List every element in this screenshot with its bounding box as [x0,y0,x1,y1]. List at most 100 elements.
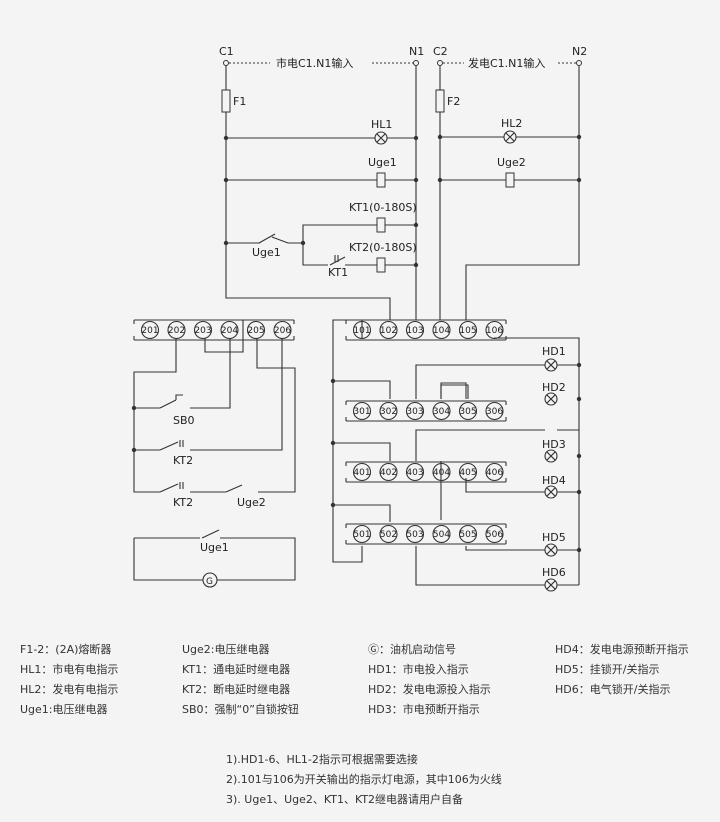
terminal-frame [345,319,507,341]
terminal-204-label: 204 [221,326,238,336]
label-uge1-gen: Uge1 [200,541,229,554]
contact-uge1-gen-icon [201,529,220,539]
terminal-103-circle [405,320,425,340]
gen-input-label: 发电C1.N1输入 [468,56,545,70]
terminal-c2 [437,60,443,66]
contact-uge1-blade [258,233,276,244]
label-c1: C1 [219,45,234,58]
terminal-405-label: 405 [459,468,476,478]
terminal-103-label: 103 [406,326,423,336]
lamp-hl1-icon [374,131,388,145]
terminal-301-label: 301 [353,407,370,417]
label-kt1-coil: KT1(0-180S) [349,201,417,214]
fuse-f2-icon [435,89,445,113]
terminal-304-label: 304 [433,407,450,417]
hd3-branch [415,429,579,461]
wire-101-302 [333,380,391,399]
terminal-105-circle [458,320,478,340]
terminal-403-circle [405,462,425,482]
gen-start-circuit [133,537,296,581]
terminal-501-label: 501 [353,530,370,540]
note-1: 1).HD1-6、HL1-2指示可根据需要选接 [226,753,418,766]
contact-sb0-icon [159,394,183,409]
terminal-505-circle [458,524,478,544]
rail-101 [332,319,363,563]
sb0-branch [134,338,231,409]
terminal-504-circle [432,524,451,544]
contact-kt2-b-icon [159,482,184,493]
terminal-503-label: 503 [406,530,423,540]
coil-uge1-icon [376,172,386,188]
label-hd6: HD6 [542,566,566,579]
label-n2: N2 [572,45,587,58]
terminal-201-circle [140,320,160,340]
terminal-302-label: 302 [380,407,397,417]
terminal-n1 [413,60,419,66]
terminal-401-label: 401 [353,468,370,478]
wire-304-305-bridge [440,382,467,399]
label-n1: N1 [409,45,424,58]
kt2-branch [134,338,283,451]
rail-106 [494,337,580,585]
terminal-502-label: 502 [380,530,397,540]
lamp-hd1-icon [544,358,558,372]
lamp-hd4-icon [544,485,558,499]
label-hd3: HD3 [542,438,566,451]
mains-input-label: 市电C1.N1输入 [276,56,353,70]
lamp-hl2-icon [503,130,517,144]
terminal-301-circle [352,401,372,421]
coil-kt2-icon [376,257,386,273]
terminal-205-label: 205 [247,326,264,336]
terminal-302-circle [379,401,398,421]
label-f1: F1 [233,95,246,108]
wire-304-305 [440,384,469,399]
terminal-403-label: 403 [406,468,423,478]
terminal-401-circle [352,462,372,482]
terminal-503-circle [405,524,425,544]
terminal-frame [345,523,507,545]
wire-203-205 [204,320,244,353]
terminal-402-circle [379,462,398,482]
label-c2: C2 [433,45,448,58]
note-2: 2).101与106为开关输出的指示灯电源，其中106为火线 [226,773,502,786]
terminal-block-300: 301 302 303 304 305 306 [345,400,507,422]
terminal-404-label: 404 [433,468,450,478]
hd5-branch [465,546,579,551]
terminal-303-label: 303 [406,407,423,417]
junction-dots-left [131,405,137,453]
terminal-306-label: 306 [486,407,503,417]
terminal-104-circle [432,320,451,340]
label-hd4: HD4 [542,474,566,487]
terminal-106-label: 106 [486,326,503,336]
label-kt2-b: KT2 [173,496,193,509]
coil-uge2-icon [505,172,515,188]
terminal-402-label: 402 [380,468,397,478]
terminal-506-label: 506 [486,530,503,540]
terminal-406-circle [485,462,504,482]
lamp-hd3-icon [544,449,558,463]
terminal-105-label: 105 [459,326,476,336]
terminal-305-label: 305 [459,407,476,417]
terminal-n2 [576,60,582,66]
label-uge1-coil: Uge1 [368,156,397,169]
terminal-304-circle [432,401,451,421]
coil-kt1-icon [376,217,386,233]
terminal-201-label: 201 [141,326,158,336]
label-generator: G [206,577,213,587]
terminal-206-label: 206 [274,326,291,336]
contact-kt1-delay-mark [334,255,339,262]
label-hd1: HD1 [542,345,566,358]
label-kt2-a: KT2 [173,454,193,467]
terminal-c1 [223,60,229,66]
hd4-branch [465,478,579,493]
junction-dots-right [330,362,582,553]
fuse-f1-icon [221,89,231,113]
label-kt2-coil: KT2(0-180S) [349,241,417,254]
terminal-502-circle [379,524,398,544]
label-kt1-contact: KT1 [328,266,348,279]
terminal-205-circle [246,320,266,340]
terminal-102-label: 102 [380,326,397,336]
